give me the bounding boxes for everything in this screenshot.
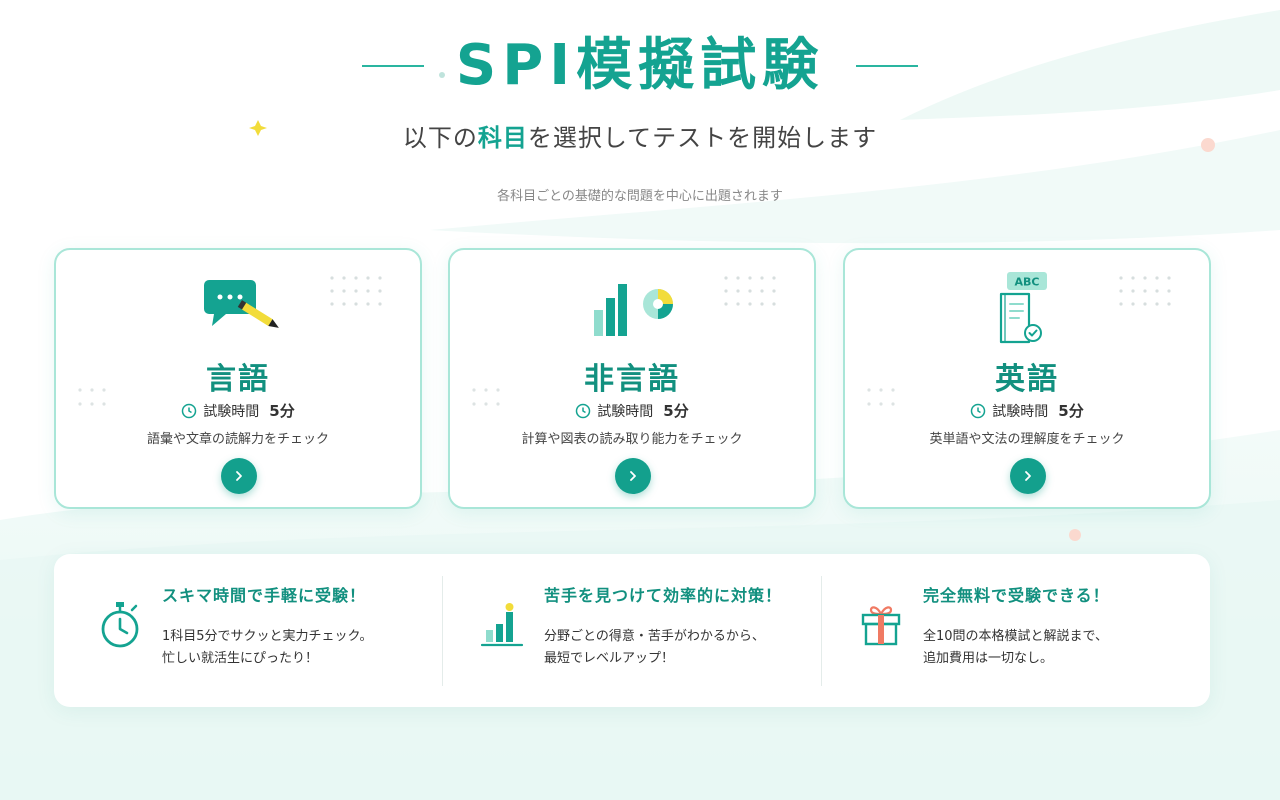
start-gengo-button[interactable] [221, 458, 257, 494]
chevron-right-icon [630, 471, 636, 481]
exam-time-label: 試験時間 [597, 403, 654, 420]
subtitle-pre: 以下の [402, 124, 478, 152]
subtitle-highlight: 科目 [477, 124, 528, 152]
feature-title: スキマ時間で手軽に受験！ [162, 586, 367, 605]
exam-time-label: 試験時間 [992, 403, 1049, 420]
exam-time-value: 5分 [663, 402, 689, 420]
feature-line: 追加費用は一切なし。 [923, 651, 1054, 666]
stopwatch-icon [101, 602, 139, 648]
dots-decoration [472, 388, 500, 406]
feature-line: 忙しい就活生にぴったり！ [162, 651, 319, 666]
subject-card-gengo[interactable]: 言語 試験時間 5分 語彙や文章の読解力をチェック [54, 248, 422, 509]
subject-title: 英語 [995, 362, 1059, 397]
exam-time-value: 5分 [269, 402, 295, 420]
feature-line: 分野ごとの得意・苦手がわかるから、 [544, 629, 765, 644]
divider [821, 576, 822, 686]
exam-time-value: 5分 [1058, 402, 1084, 420]
feature-description: 分野ごとの得意・苦手がわかるから、 最短でレベルアップ！ [544, 626, 765, 670]
clock-icon [971, 403, 986, 418]
title-line-right [856, 65, 919, 67]
subject-description: 計算や図表の読み取り能力をチェック [521, 432, 743, 447]
growth-chart-icon [480, 603, 524, 647]
subject-card-higengo[interactable]: 非言語 試験時間 5分 計算や図表の読み取り能力をチェック [448, 248, 816, 509]
chevron-right-icon [1025, 471, 1031, 481]
feature-line: 最短でレベルアップ！ [544, 651, 675, 666]
start-eigo-button[interactable] [1010, 458, 1046, 494]
subject-title: 非言語 [584, 362, 680, 397]
clock-icon [182, 403, 197, 418]
feature-description: 1科目5分でサクッと実力チェック。 忙しい就活生にぴったり！ [162, 626, 373, 670]
abc-label: ABC [1015, 276, 1040, 289]
clock-icon [576, 403, 591, 418]
feature-free: 完全無料で受験できる！ 全10問の本格模試と解説まで、 追加費用は一切なし。 [815, 554, 1195, 707]
exam-time: 試験時間 5分 [56, 400, 420, 421]
feature-efficient: 苦手を見つけて効率的に対策！ 分野ごとの得意・苦手がわかるから、 最短でレベルア… [436, 554, 816, 707]
chevron-right-icon [236, 471, 242, 481]
dots-decoration [330, 276, 382, 306]
page-note: 各科目ごとの基礎的な問題を中心に出題されます [497, 189, 783, 204]
dots-decoration [724, 276, 776, 306]
feature-title: 完全無料で受験できる！ [923, 586, 1110, 605]
divider [442, 576, 443, 686]
bar-pie-chart-icon [594, 284, 673, 336]
subject-card-eigo[interactable]: ABC 英語 試験時間 5分 英単語や文法の理解度をチェック [843, 248, 1211, 509]
abc-document-icon: ABC [999, 272, 1047, 344]
page-title: SPI模擬試験 [455, 33, 825, 98]
dots-decoration [867, 388, 895, 406]
exam-time-label: 試験時間 [203, 403, 260, 420]
feature-title: 苦手を見つけて効率的に対策！ [544, 586, 783, 605]
chat-pencil-icon [204, 280, 279, 328]
subject-description: 英単語や文法の理解度をチェック [929, 432, 1125, 447]
subject-title: 言語 [206, 362, 270, 397]
feature-description: 全10問の本格模試と解説まで、 追加費用は一切なし。 [923, 626, 1108, 670]
exam-time: 試験時間 5分 [450, 400, 814, 421]
dots-decoration [1119, 276, 1171, 306]
feature-quick: スキマ時間で手軽に受験！ 1科目5分でサクッと実力チェック。 忙しい就活生にぴっ… [54, 554, 434, 707]
subject-description: 語彙や文章の読解力をチェック [146, 432, 329, 447]
feature-line: 1科目5分でサクッと実力チェック。 [162, 629, 373, 644]
start-higengo-button[interactable] [615, 458, 651, 494]
exam-time: 試験時間 5分 [845, 400, 1209, 421]
title-line-left [361, 65, 424, 67]
feature-line: 全10問の本格模試と解説まで、 [923, 629, 1109, 644]
dots-decoration [78, 388, 106, 406]
gift-icon [861, 606, 901, 646]
title-row: SPI模擬試験 [0, 30, 1280, 102]
page-subtitle: 以下の科目を選択してテストを開始します [0, 118, 1280, 153]
features-panel: スキマ時間で手軽に受験！ 1科目5分でサクッと実力チェック。 忙しい就活生にぴっ… [54, 554, 1210, 707]
subtitle-post: を選択してテストを開始します [527, 124, 878, 152]
